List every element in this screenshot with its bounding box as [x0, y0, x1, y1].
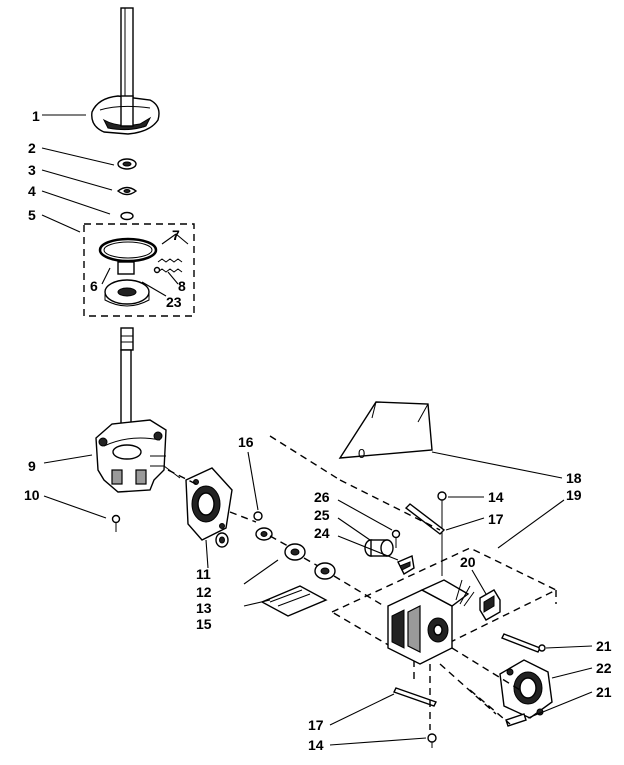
callout-21-upper: 21: [596, 638, 612, 654]
callout-26: 26: [314, 489, 330, 505]
callout-2: 2: [28, 140, 36, 156]
callout-3: 3: [28, 162, 36, 178]
callout-14-upper: 14: [488, 489, 504, 505]
callout-labels: 1 2 3 4 5 6 7 8 23 9 10 16 11 12 13 15 2…: [24, 108, 612, 753]
callout-7: 7: [172, 227, 180, 243]
part-20-switch: [479, 589, 501, 621]
part-17-rod-upper: [404, 503, 446, 535]
part-4-washer: [120, 211, 134, 221]
callout-22: 22: [596, 660, 612, 676]
part-13-coupler: [314, 562, 336, 580]
callout-17-upper: 17: [488, 511, 504, 527]
callout-10: 10: [24, 487, 40, 503]
part-11-bushing: [215, 532, 229, 548]
part-21-rod-upper: [501, 633, 546, 653]
part-15-pad: [260, 585, 328, 617]
part-21-rod-lower: [505, 713, 527, 727]
part-2-washer: [117, 158, 137, 170]
callout-6: 6: [90, 278, 98, 294]
leader-lines: [41, 114, 593, 746]
callout-13: 13: [196, 600, 212, 616]
part-1-cam-plate: [91, 95, 160, 135]
callout-11: 11: [196, 566, 211, 582]
callout-5: 5: [28, 207, 36, 223]
part-14-screw-upper: [437, 491, 447, 576]
callout-9: 9: [28, 458, 36, 474]
drive-centerline: [167, 469, 385, 607]
part-24-clip: [397, 555, 415, 575]
part-14-screw-lower: [427, 733, 437, 748]
part-17-rod-lower: [393, 687, 437, 707]
callout-12: 12: [196, 584, 212, 600]
drive-shaft-upper: [120, 7, 134, 101]
part-18-mark: 0: [358, 446, 365, 461]
part-10-screw: [111, 514, 121, 532]
callout-15: 15: [196, 616, 212, 632]
part-26-screw: [391, 529, 401, 548]
part-12-coupler: [255, 527, 306, 561]
callout-25: 25: [314, 507, 330, 523]
part-22-end-bell: [499, 659, 553, 719]
motor-dashed-lower: [429, 647, 521, 730]
part-16-mounting-plate: [185, 467, 263, 541]
part-3-clip: [116, 186, 138, 196]
callout-1: 1: [32, 108, 40, 124]
part-18-motor-shield: [338, 401, 433, 459]
callout-19: 19: [566, 487, 582, 503]
part-25-capacitor: [364, 539, 394, 557]
part-5-brake-assembly-box: [83, 223, 195, 317]
callout-23: 23: [166, 294, 182, 310]
motor: [387, 579, 475, 665]
callout-4: 4: [28, 183, 36, 199]
callout-18: 18: [566, 470, 582, 486]
callout-8: 8: [178, 278, 186, 294]
part-9-gearcase: [95, 419, 181, 493]
callout-16: 16: [238, 434, 254, 450]
callout-20: 20: [460, 554, 476, 570]
callout-17-lower: 17: [308, 717, 324, 733]
callout-24: 24: [314, 525, 330, 541]
callout-14-lower: 14: [308, 737, 324, 753]
callout-21-lower: 21: [596, 684, 612, 700]
drive-shaft-lower: [120, 327, 134, 441]
